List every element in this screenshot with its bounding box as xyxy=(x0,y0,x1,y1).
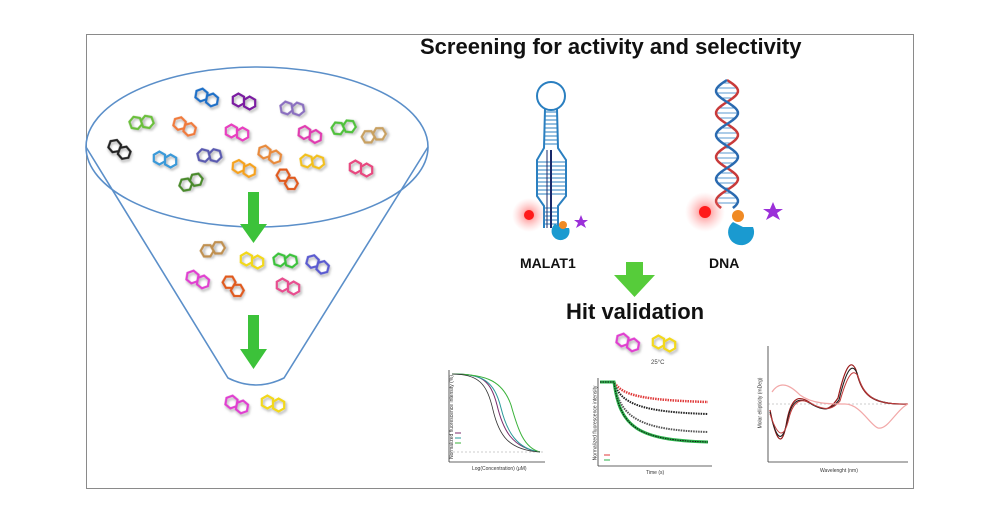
molecule-icon xyxy=(178,172,204,192)
down-arrow-icon xyxy=(240,315,267,369)
hit-validation-title: Hit validation xyxy=(566,299,705,324)
star-icon xyxy=(763,202,783,220)
molecule-icon xyxy=(275,168,300,191)
molecule-icon xyxy=(196,147,223,163)
molecule-icon xyxy=(260,394,286,413)
molecule-icon xyxy=(360,127,388,144)
molecule-icon xyxy=(185,269,211,290)
dose-response-xlabel: Log(Concentration) (μM) xyxy=(472,466,527,472)
molecule-icon xyxy=(279,100,306,117)
malat1-label: MALAT1 xyxy=(520,255,576,271)
molecule-icon xyxy=(152,150,178,169)
dose-response-plot xyxy=(448,370,545,463)
molecule-library xyxy=(107,87,677,415)
molecule-icon xyxy=(172,116,198,137)
molecule-icon xyxy=(224,394,250,415)
quencher-icon xyxy=(551,221,570,241)
dna-helix-icon xyxy=(714,78,740,209)
molecule-icon xyxy=(275,277,301,296)
molecule-icon xyxy=(231,158,257,179)
cd-ylabel: Molar ellipticity (mDeg) xyxy=(757,377,764,429)
star-icon xyxy=(574,215,588,228)
cd-plot xyxy=(767,346,909,463)
molecule-icon xyxy=(651,334,677,353)
molecule-icon xyxy=(297,124,323,145)
kinetics-plot xyxy=(597,378,712,467)
molecule-icon xyxy=(107,138,132,161)
molecule-icon xyxy=(272,252,299,269)
quencher-icon xyxy=(728,210,755,246)
kinetics-xlabel: Time (s) xyxy=(646,470,665,476)
dna-label: DNA xyxy=(709,255,740,271)
molecule-icon xyxy=(199,241,227,258)
temperature-label: 25°C xyxy=(651,360,665,366)
molecule-icon xyxy=(224,123,250,142)
kinetics-ylabel: Normalized fluorescence intensity xyxy=(592,385,599,461)
molecule-icon xyxy=(299,153,326,170)
molecule-icon xyxy=(128,114,155,131)
molecule-icon xyxy=(305,254,331,275)
fluorophore-icon xyxy=(524,210,534,220)
cd-xlabel: Wavelenght (nm) xyxy=(820,468,858,474)
down-arrow-icon xyxy=(614,262,655,297)
dose-response-ylabel: Normalized fluorescence intensity (%) xyxy=(448,375,455,459)
fluorophore-icon xyxy=(699,206,711,218)
down-arrow-icon xyxy=(240,192,267,243)
molecule-icon xyxy=(330,119,358,136)
molecule-icon xyxy=(615,332,641,353)
figure-frame xyxy=(86,34,914,489)
molecule-icon xyxy=(257,144,283,165)
page-title: Screening for activity and selectivity xyxy=(420,34,802,59)
molecule-icon xyxy=(231,92,257,111)
molecule-icon xyxy=(221,275,246,298)
molecule-icon xyxy=(348,159,374,178)
molecule-icon xyxy=(194,87,220,108)
molecule-icon xyxy=(239,251,265,270)
